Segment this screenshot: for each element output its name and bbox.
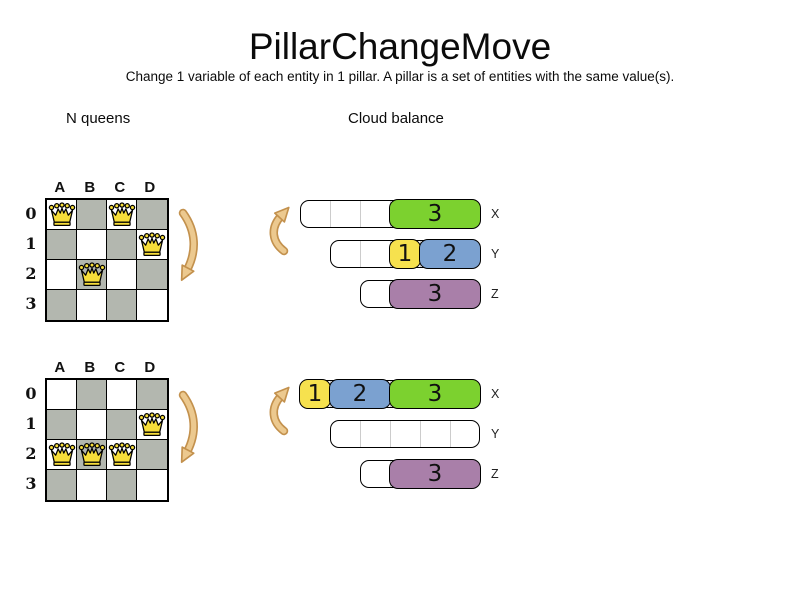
queen-crown-icon	[48, 202, 75, 226]
board-cell-C1	[107, 410, 137, 440]
board-cell-B3	[77, 470, 107, 500]
bar-cell-divider	[359, 421, 361, 447]
section-label-nqueens: N queens	[66, 110, 131, 127]
process-segment-3: 3	[389, 379, 481, 409]
row-label-0: 0	[25, 203, 37, 223]
queen-crown-icon	[138, 232, 166, 256]
board-cell-C2	[107, 260, 137, 290]
board-cell-B1	[77, 230, 107, 260]
queen-crown-icon	[78, 262, 105, 286]
process-segment-3: 3	[389, 279, 481, 309]
board-cell-D2	[137, 440, 167, 470]
board-cell-D2	[137, 260, 167, 290]
board-cell-D1	[137, 410, 167, 440]
board-cell-C1	[107, 230, 137, 260]
board-cell-C3	[107, 290, 137, 320]
board-cell-D0	[137, 200, 167, 230]
board-cell-B2	[77, 440, 107, 470]
column-label-A: A	[54, 359, 66, 376]
column-label-C: C	[114, 179, 126, 196]
computer-label-X: X	[491, 207, 500, 221]
process-segment-2: 2	[329, 379, 391, 409]
row-label-0: 0	[25, 383, 37, 403]
board-cell-D3	[137, 290, 167, 320]
board-cell-A2	[47, 260, 77, 290]
row-label-1: 1	[25, 413, 37, 433]
board-cell-D0	[137, 380, 167, 410]
board-cell-A1	[47, 410, 77, 440]
bar-cell-divider	[419, 421, 421, 447]
bar-cell-divider	[389, 421, 391, 447]
column-label-D: D	[144, 179, 156, 196]
board-cell-C0	[107, 200, 137, 230]
process-segment-3: 3	[389, 459, 481, 489]
board-cell-B0	[77, 200, 107, 230]
board-cell-A3	[47, 290, 77, 320]
computer-label-Z: Z	[491, 467, 499, 481]
page-subtitle: Change 1 variable of each entity in 1 pi…	[125, 69, 675, 84]
queen-crown-icon	[78, 442, 105, 466]
column-label-D: D	[144, 359, 156, 376]
computer-label-Z: Z	[491, 287, 499, 301]
board-cell-D1	[137, 230, 167, 260]
bar-cell-divider	[359, 201, 361, 227]
column-label-C: C	[114, 359, 126, 376]
computer-label-Y: Y	[491, 427, 500, 441]
queen-crown-icon	[108, 202, 135, 226]
board-cell-D3	[137, 470, 167, 500]
board-cell-C3	[107, 470, 137, 500]
bar-cell-divider	[359, 241, 361, 267]
section-label-cloud: Cloud balance	[348, 110, 444, 127]
column-label-A: A	[54, 179, 66, 196]
board-cell-C2	[107, 440, 137, 470]
computer-label-X: X	[491, 387, 500, 401]
board-cell-B0	[77, 380, 107, 410]
column-label-B: B	[84, 359, 96, 376]
row-label-3: 3	[25, 293, 37, 313]
computer-bar-after-Y	[330, 420, 480, 448]
queen-crown-icon	[108, 442, 135, 466]
board-cell-B2	[77, 260, 107, 290]
bar-cell-divider	[449, 421, 451, 447]
process-segment-1: 1	[299, 379, 331, 409]
row-label-1: 1	[25, 233, 37, 253]
board-cell-A3	[47, 470, 77, 500]
board-cell-B3	[77, 290, 107, 320]
board-cell-A0	[47, 200, 77, 230]
board-cell-B1	[77, 410, 107, 440]
nqueens-board-before	[45, 198, 169, 322]
bar-cell-divider	[329, 201, 331, 227]
process-segment-3: 3	[389, 199, 481, 229]
row-label-2: 2	[25, 263, 37, 283]
board-cell-A1	[47, 230, 77, 260]
board-cell-C0	[107, 380, 137, 410]
board-cell-A2	[47, 440, 77, 470]
process-segment-2: 2	[419, 239, 481, 269]
nqueens-board-after	[45, 378, 169, 502]
board-cell-A0	[47, 380, 77, 410]
page-title: PillarChangeMove	[248, 26, 552, 67]
process-segment-1: 1	[389, 239, 421, 269]
computer-label-Y: Y	[491, 247, 500, 261]
row-label-2: 2	[25, 443, 37, 463]
queen-crown-icon	[48, 442, 75, 466]
column-label-B: B	[84, 179, 96, 196]
queen-crown-icon	[138, 412, 166, 436]
row-label-3: 3	[25, 473, 37, 493]
